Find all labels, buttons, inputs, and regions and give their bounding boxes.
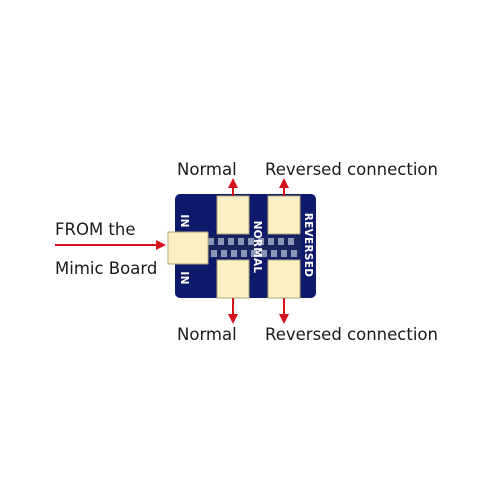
input-pad <box>167 231 209 265</box>
trace-segment <box>268 238 274 245</box>
label-bottom-normal: Normal <box>177 325 237 344</box>
trace-segment <box>258 238 264 245</box>
trace-segment <box>241 250 247 257</box>
label-from-line2: Mimic Board <box>55 259 157 278</box>
trace-segment <box>278 238 284 245</box>
reversed-pad-top <box>267 195 301 235</box>
normal-pad-bottom <box>216 259 250 299</box>
normal-pad-top <box>216 195 250 235</box>
trace-segment <box>251 250 257 257</box>
trace-segment <box>218 238 224 245</box>
board-label-in-top: IN <box>178 214 190 227</box>
board-traces <box>208 236 301 258</box>
board-label-normal: NORMAL <box>251 221 263 274</box>
trace-segment <box>261 250 267 257</box>
trace-segment <box>291 250 297 257</box>
board-label-in-bottom: IN <box>178 271 190 284</box>
label-top-normal: Normal <box>177 160 237 179</box>
trace-segment <box>221 250 227 257</box>
trace-segment <box>211 250 217 257</box>
label-from-line1: FROM the <box>55 220 136 239</box>
trace-segment <box>231 250 237 257</box>
board-label-reversed: REVERSED <box>302 213 314 278</box>
trace-segment <box>208 238 214 245</box>
label-top-reversed: Reversed connection <box>265 160 438 179</box>
trace-segment <box>248 238 254 245</box>
trace-segment <box>238 238 244 245</box>
trace-segment <box>228 238 234 245</box>
trace-segment <box>281 250 287 257</box>
reversed-pad-bottom <box>267 259 301 299</box>
trace-segment <box>271 250 277 257</box>
label-bottom-reversed: Reversed connection <box>265 325 438 344</box>
trace-segment <box>288 238 294 245</box>
